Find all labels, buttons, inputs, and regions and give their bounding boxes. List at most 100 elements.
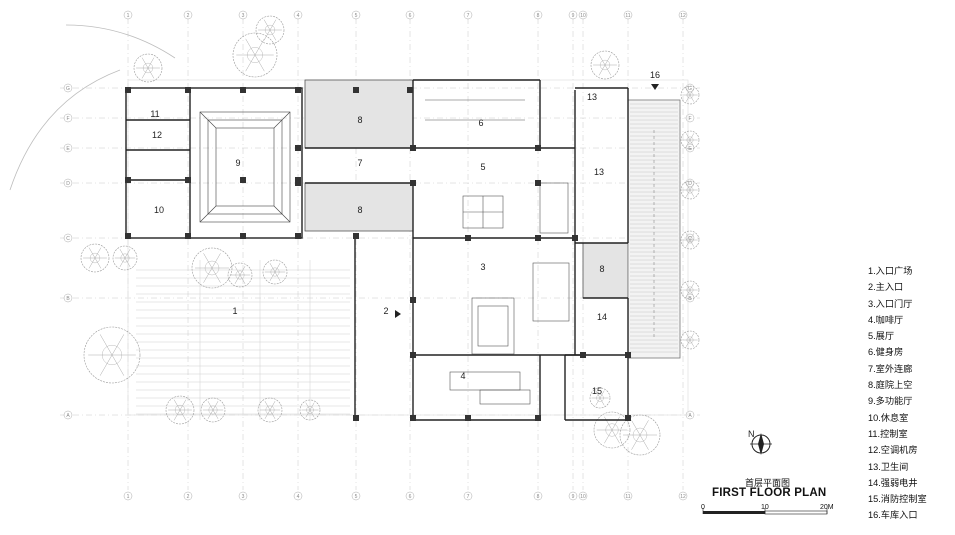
room-number-label: 10 (154, 205, 164, 215)
legend-item: 11.控制室 (868, 428, 908, 439)
grid-bubble (238, 491, 248, 501)
grid-bubble (63, 293, 73, 303)
legend-item: 14.强弱电井 (868, 477, 918, 488)
column (535, 415, 541, 421)
tree (232, 32, 278, 78)
column (410, 297, 416, 303)
grid-label-top: 4 (297, 13, 300, 19)
legend-item: 16.车库入口 (868, 510, 918, 521)
grid-label-left: D (66, 181, 70, 187)
legend-item: 8.庭院上空 (868, 380, 913, 391)
tree (255, 15, 285, 45)
legend-item: 13.卫生间 (868, 461, 909, 472)
room-number-label: 8 (599, 264, 604, 274)
tree (299, 399, 321, 421)
legend-item: 5.展厅 (868, 331, 895, 342)
grid-label-top: 1 (127, 494, 130, 500)
room-number-label: 7 (357, 158, 362, 168)
legend-item: 10.休息室 (868, 412, 909, 423)
legend-item: 12.空调机房 (868, 445, 918, 456)
tree (680, 180, 700, 200)
column (465, 235, 471, 241)
grid-label-top: 12 (680, 494, 686, 500)
entrance-plaza-steps (136, 260, 350, 420)
grid-bubble (533, 491, 543, 501)
grid-bubble (568, 491, 578, 501)
column (410, 180, 416, 186)
grid-bubble (623, 10, 633, 20)
column (580, 352, 586, 358)
room-number-label: 14 (597, 312, 607, 322)
grid-label-top: 7 (467, 494, 470, 500)
structural-columns (125, 87, 631, 421)
grid-label-top: 11 (625, 494, 630, 500)
courtyard-void-right (582, 242, 629, 299)
grid-label-left: D (688, 181, 692, 187)
scale-label-20: 20M (820, 504, 834, 511)
grid-label-left: F (688, 116, 691, 122)
grid-bubble (623, 491, 633, 501)
column (535, 145, 541, 151)
column (410, 145, 416, 151)
grid-label-top: 2 (187, 13, 190, 19)
legend-item: 2.主入口 (868, 282, 904, 293)
column (240, 177, 246, 183)
grid-label-top: 7 (467, 13, 470, 19)
tree (593, 411, 631, 449)
column (353, 415, 359, 421)
grid-label-left: E (66, 146, 70, 152)
grid-bubble (293, 10, 303, 20)
column (240, 233, 246, 239)
column (625, 415, 631, 421)
grid-label-top: 10 (580, 494, 586, 500)
site-boundary-curve (9, 24, 176, 191)
room-number-label: 2 (383, 306, 388, 316)
grid-bubble (238, 10, 248, 20)
grid-label-top: 8 (537, 494, 540, 500)
grid-bubble (183, 10, 193, 20)
column (410, 352, 416, 358)
left-block (125, 87, 303, 239)
tree (680, 330, 700, 350)
grid-label-top: 4 (297, 494, 300, 500)
room-number-label: 15 (592, 386, 602, 396)
legend-item: 6.健身房 (868, 347, 904, 358)
grid-label-top: 5 (355, 13, 358, 19)
grid-bubble (63, 178, 73, 188)
main-entrance-arrow (395, 310, 401, 318)
tree (200, 397, 226, 423)
column (625, 352, 631, 358)
grid-label-left: C (688, 236, 692, 242)
grid-bubble (678, 491, 688, 501)
room-number-label: 8 (357, 115, 362, 125)
column (295, 145, 301, 151)
grid-label-left: A (66, 413, 70, 419)
grid-label-top: 10 (580, 13, 586, 19)
multi-function-hall-stage (199, 111, 291, 223)
column (353, 87, 359, 93)
grid-bubble (533, 10, 543, 20)
plan-title-chinese: 首层平面图 (745, 479, 791, 489)
room-number-label: 1 (232, 306, 237, 316)
column (465, 415, 471, 421)
grid-label-top: 2 (187, 494, 190, 500)
plan-title-english: FIRST FLOOR PLAN (712, 487, 827, 499)
tree (257, 397, 283, 423)
column (407, 87, 413, 93)
grid-label-top: 1 (127, 13, 130, 19)
tree (619, 414, 661, 456)
legend-item: 4.咖啡厅 (868, 314, 904, 325)
legend-item: 7.室外连廊 (868, 363, 913, 374)
tree (590, 50, 620, 80)
column (125, 177, 131, 183)
tree (680, 230, 700, 250)
room-number-label: 11 (150, 109, 159, 119)
legend-item: 1.入口广场 (868, 266, 913, 276)
grid-label-left: G (66, 86, 70, 92)
room-number-label: 13 (587, 92, 597, 102)
column (295, 233, 301, 239)
